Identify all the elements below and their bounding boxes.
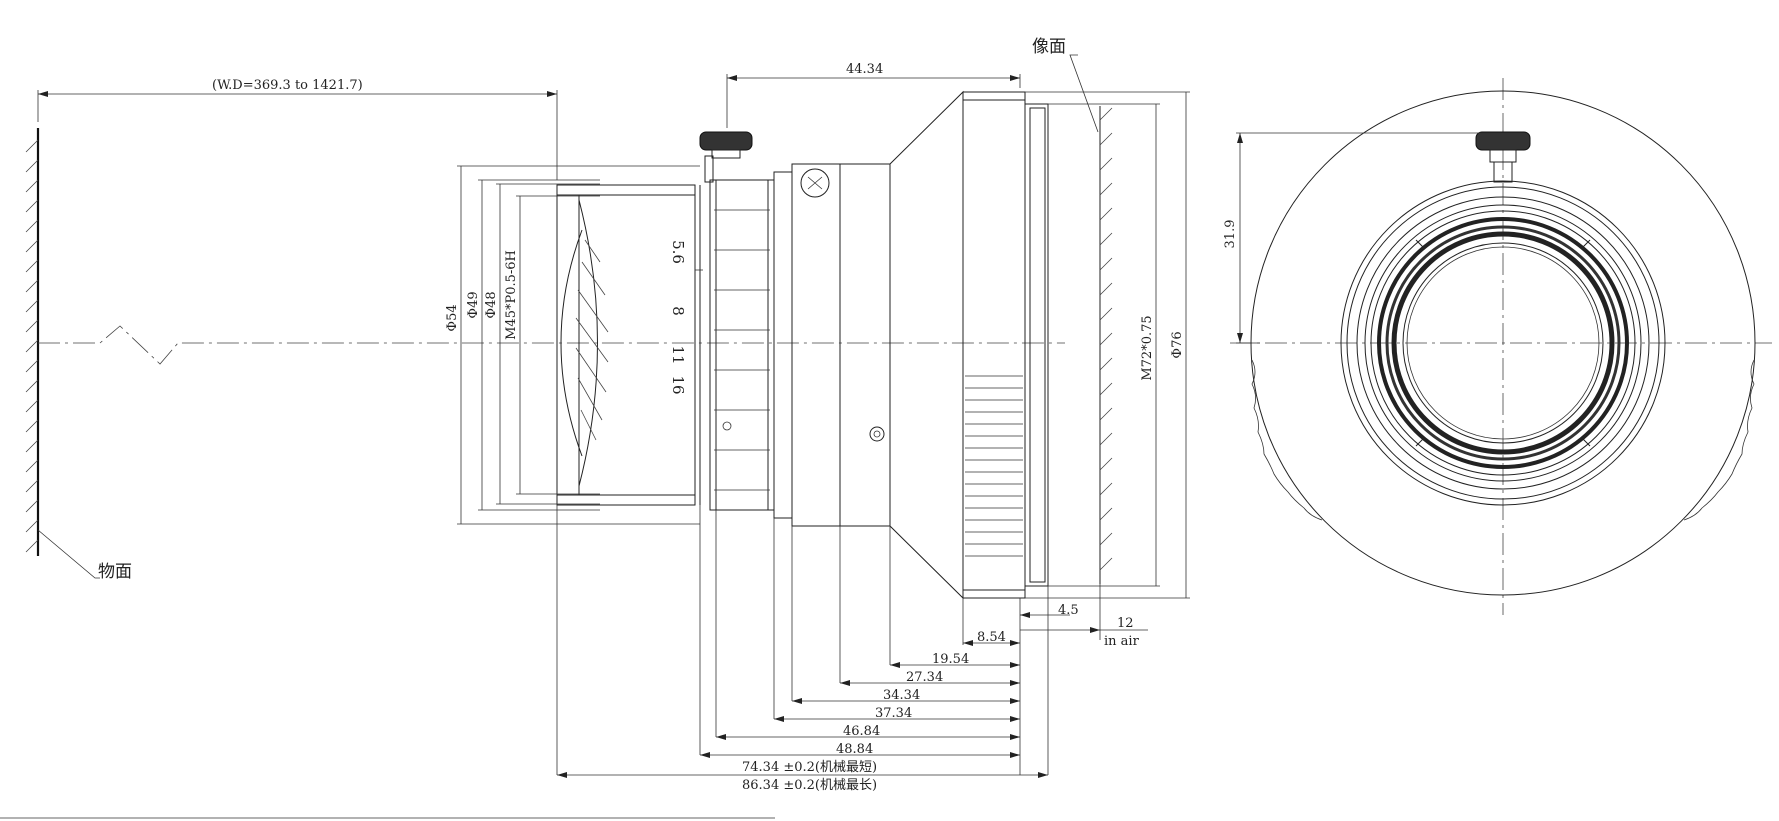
dim-8-54: 8.54 [977,630,1006,645]
dim-37-34: 37.34 [875,706,912,721]
lock-screw [699,131,753,183]
aperture-value-8: 8 [669,306,687,316]
filter-thread-label: M45*P0.5-6H [504,250,519,340]
working-distance-dimension: (W.D=369.3 to 1421.7) [37,78,558,180]
top-length-label: 44.34 [846,62,883,77]
front-diameter-dimensions: Φ54 Φ49 Φ48 M45*P0.5-6H [445,165,700,525]
aperture-scale: 5.6 8 11 16 [669,240,703,395]
rear-diameter-dimensions: M72*0.75 Φ76 [1025,91,1190,599]
mount-thread [1024,103,1049,587]
aperture-value-16: 16 [669,375,687,394]
object-plane: 物面 [25,128,132,582]
in-air-label: in air [1104,634,1140,649]
object-plane-hatching [25,139,39,553]
image-plane: 像面 [1032,37,1113,584]
dim-46-84: 46.84 [843,724,880,739]
diameter-76-label: Φ76 [1170,331,1185,358]
screw-height-label: 31.9 [1223,220,1238,249]
rear-grip-ring [962,91,1026,599]
image-plane-label: 像面 [1032,37,1066,57]
mount-thread-label: M72*0.75 [1140,315,1155,380]
dim-48-84: 48.84 [836,742,873,757]
aperture-value-11: 11 [669,345,687,364]
object-plane-leader [37,529,100,579]
aperture-index-dot [722,421,732,431]
aperture-value-5-6: 5.6 [669,240,687,264]
dim-27-34: 27.34 [906,670,943,685]
conical-body [889,90,964,600]
optical-axis [38,78,1772,615]
lens-side-view: 5.6 8 11 16 [556,90,1049,600]
dim-34-34: 34.34 [883,688,920,703]
dim-4-5: 4.5 [1058,603,1079,618]
front-lens-element [556,194,609,496]
image-plane-hatching [1099,107,1113,571]
grip-knurl [1251,359,1755,521]
bottom-length-dimensions: 4.5 12 in air 8.54 19.54 27.34 34.34 37.… [556,505,1148,793]
aperture-ring [709,171,793,519]
working-distance-label: (W.D=369.3 to 1421.7) [212,78,363,93]
dim-74-34: 74.34 ±0.2(机械最短) [742,760,877,775]
dim-19-54: 19.54 [932,652,969,667]
diameter-49-label: Φ49 [466,291,481,318]
diameter-48-label: Φ48 [484,291,499,318]
object-plane-label: 物面 [98,562,132,582]
focus-collar [791,163,891,527]
diameter-54-label: Φ54 [445,304,460,331]
dim-86-34: 86.34 ±0.2(机械最长) [742,778,877,793]
top-length-dimension: 44.34 [726,62,1021,128]
image-plane-leader [1069,54,1099,133]
dim-12: 12 [1117,616,1134,631]
screw-height-dimension: 31.9 [1223,132,1490,344]
